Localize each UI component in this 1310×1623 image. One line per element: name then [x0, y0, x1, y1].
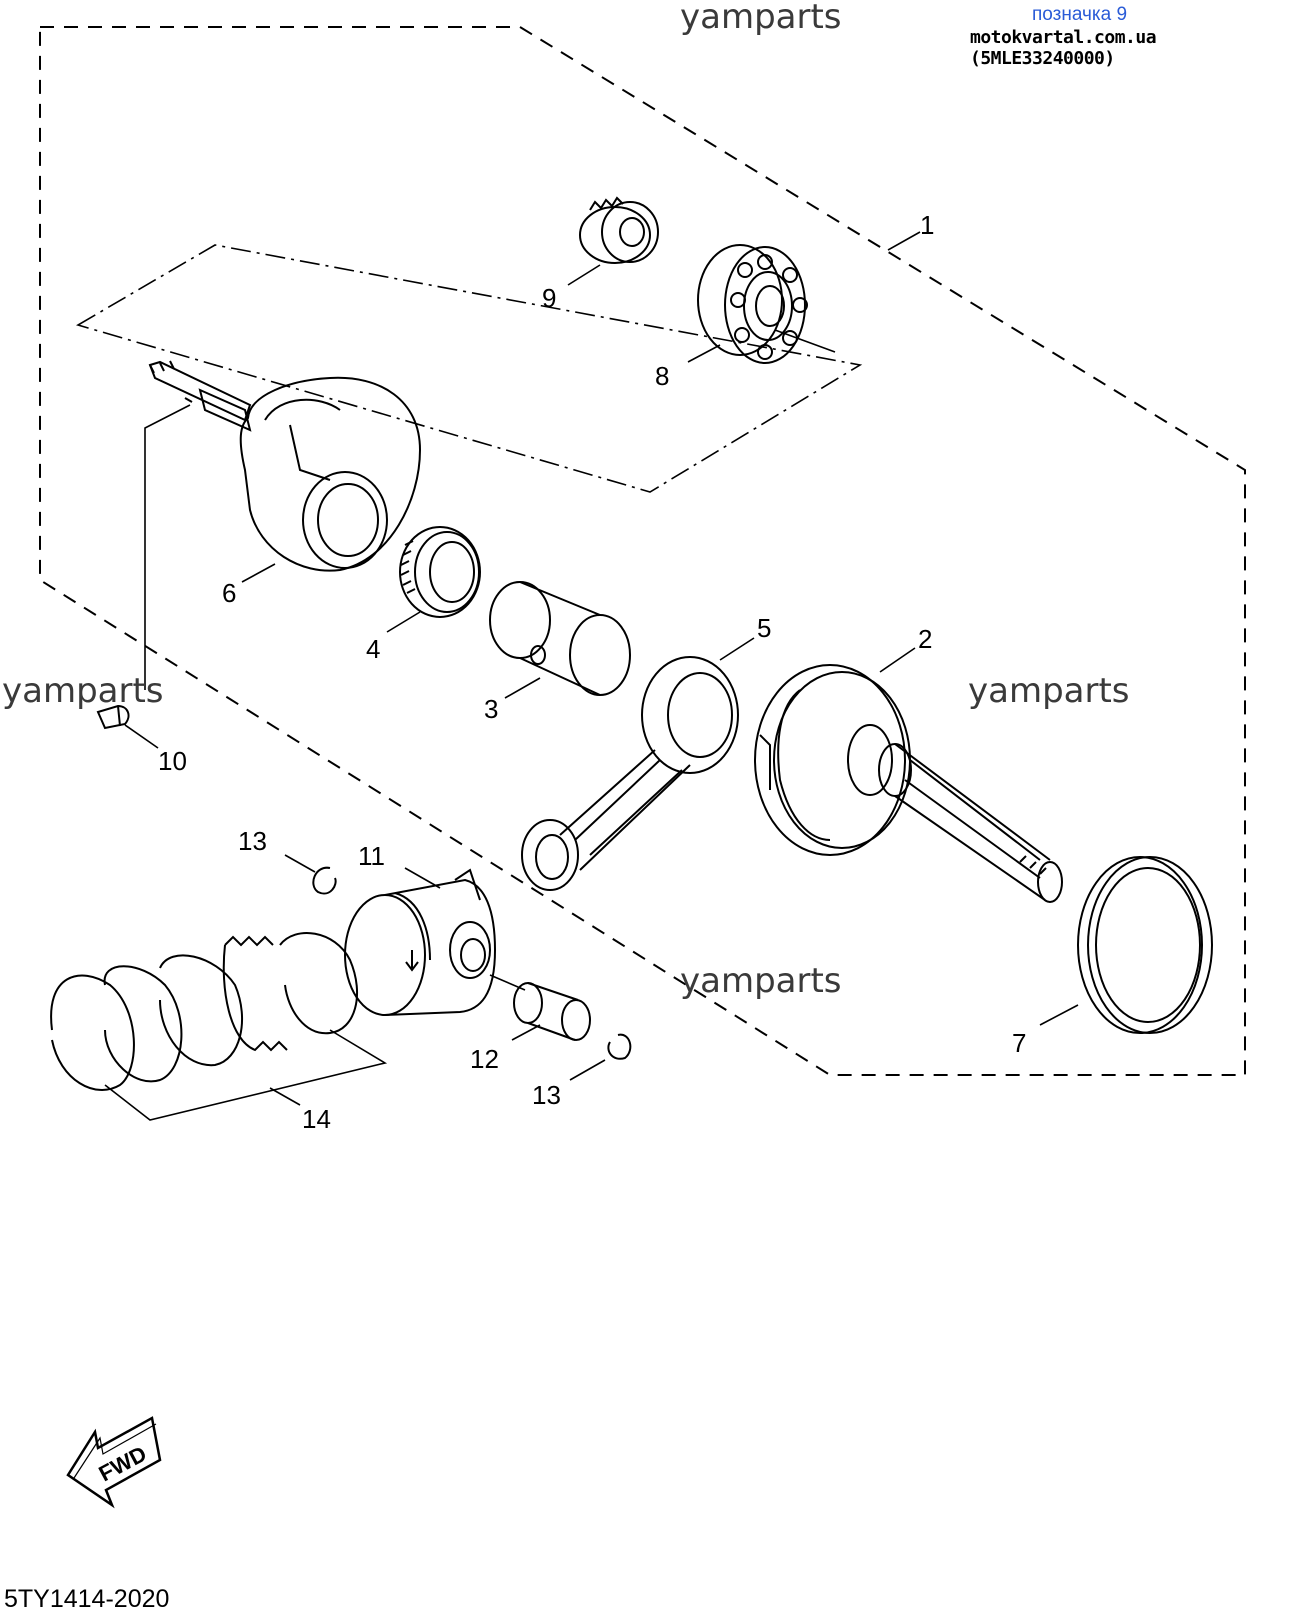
callout-1: 1 [920, 210, 934, 240]
callout-14: 14 [302, 1104, 331, 1134]
callout-12: 12 [470, 1044, 499, 1074]
part-12-piston-pin [513, 982, 591, 1041]
callout-11: 11 [358, 841, 385, 871]
leader-lines [124, 231, 1079, 1106]
part-6-crank-half [148, 360, 422, 572]
part-2-crank-shaft [754, 664, 1063, 903]
callout-4: 4 [366, 634, 380, 664]
callout-7: 7 [1012, 1028, 1026, 1058]
part-11-piston [344, 868, 497, 1016]
fwd-arrow-icon: FWD [66, 1416, 162, 1509]
callout-8: 8 [655, 361, 669, 391]
callout-13a: 13 [238, 826, 267, 856]
watermark-bottom: yamparts [680, 961, 842, 1001]
part-8-ball-bearing [697, 244, 808, 364]
callout-3: 3 [484, 694, 498, 724]
part-7-seal-ring [1077, 856, 1213, 1034]
watermark-top: yamparts [680, 0, 842, 37]
diagram-reference: 5TY1414-2020 [4, 1585, 169, 1613]
part-4-needle-bearing [399, 526, 481, 618]
callout-10: 10 [158, 746, 187, 776]
part-10-key [96, 704, 130, 730]
part-13-circlips [312, 866, 632, 1060]
ring-set-bracket [104, 1029, 388, 1121]
part-5-connecting-rod [521, 656, 739, 891]
callout-9: 9 [542, 283, 556, 313]
crank-subassembly-boundary [75, 244, 863, 493]
callout-6: 6 [222, 578, 236, 608]
callout-13b: 13 [532, 1080, 561, 1110]
watermark-left: yamparts [2, 671, 164, 711]
callout-2: 2 [918, 624, 932, 654]
callout-5: 5 [757, 613, 771, 643]
watermark-right: yamparts [968, 671, 1130, 711]
designation-label: позначка 9 [1032, 4, 1128, 25]
part-9-gear-bearing [579, 196, 659, 264]
assembly-boundary [39, 26, 1246, 1076]
source-label: motokvartal.com.ua (5MLE33240000) [970, 27, 1157, 69]
part-14-piston-rings [50, 932, 359, 1091]
part-3-crank-pin [489, 581, 631, 696]
